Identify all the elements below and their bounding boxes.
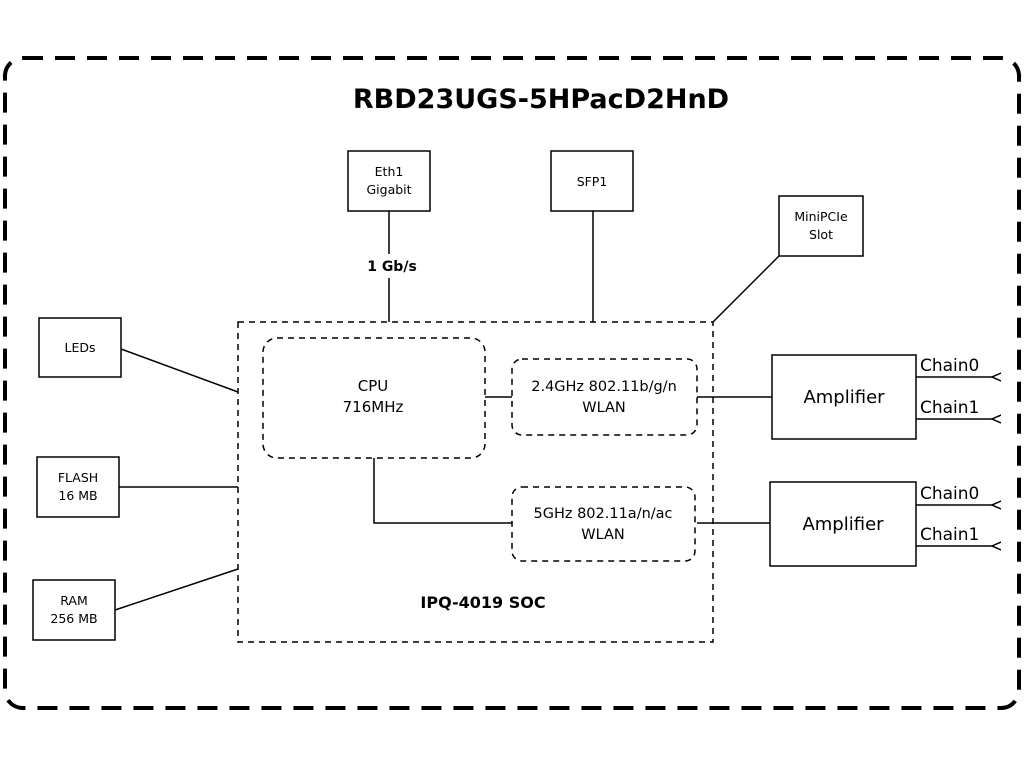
ram-size: 256 MB bbox=[50, 611, 97, 626]
outer-border bbox=[3, 56, 1021, 710]
wlan5-label: WLAN bbox=[581, 527, 625, 543]
eth1-speed: 1 Gb/s bbox=[367, 259, 417, 275]
flash-label: FLASH bbox=[58, 470, 98, 485]
wlan24-box bbox=[511, 358, 698, 436]
sfp1-box bbox=[550, 150, 634, 212]
cpu-wlan5-line bbox=[373, 458, 512, 524]
leds-box bbox=[38, 317, 122, 378]
amplifier-1-box bbox=[771, 354, 917, 440]
amplifier-2-box bbox=[769, 481, 917, 567]
wlan5-box bbox=[511, 486, 696, 562]
minipcie-box bbox=[778, 195, 864, 257]
sfp1-label: SFP1 bbox=[577, 174, 608, 189]
wlan24-standard: 2.4GHz 802.11b/g/n bbox=[531, 379, 677, 395]
amplifier-1-chain0: Chain0 bbox=[920, 356, 979, 376]
amplifier-2-chain1: Chain1 bbox=[920, 525, 979, 545]
wlan24-label: WLAN bbox=[582, 400, 626, 416]
amplifier-1-chain1: Chain1 bbox=[920, 398, 979, 418]
eth1-label: Eth1 bbox=[375, 164, 404, 179]
cpu-box bbox=[262, 337, 486, 459]
soc-label: IPQ-4019 SOC bbox=[420, 593, 545, 612]
eth1-box bbox=[347, 150, 431, 212]
wlan5-standard: 5GHz 802.11a/n/ac bbox=[533, 506, 672, 522]
soc-box bbox=[237, 321, 714, 643]
ram-box bbox=[32, 579, 116, 641]
cpu-frequency: 716MHz bbox=[343, 398, 404, 416]
leds-label: LEDs bbox=[65, 340, 96, 355]
leds-line bbox=[120, 348, 239, 393]
amplifier-2-label: Amplifier bbox=[802, 514, 884, 535]
minipcie-slot: Slot bbox=[809, 227, 833, 242]
minipcie-line bbox=[712, 255, 780, 323]
minipcie-label: MiniPCIe bbox=[794, 209, 848, 224]
flash-size: 16 MB bbox=[58, 488, 97, 503]
amplifier-1-label: Amplifier bbox=[803, 387, 885, 408]
ram-label: RAM bbox=[60, 593, 88, 608]
flash-box bbox=[36, 456, 120, 518]
eth1-type: Gigabit bbox=[366, 182, 411, 197]
cpu-label: CPU bbox=[358, 377, 389, 395]
ram-line bbox=[114, 568, 239, 611]
diagram-title: RBD23UGS-5HPacD2HnD bbox=[353, 84, 729, 115]
amplifier-2-chain0: Chain0 bbox=[920, 484, 979, 504]
